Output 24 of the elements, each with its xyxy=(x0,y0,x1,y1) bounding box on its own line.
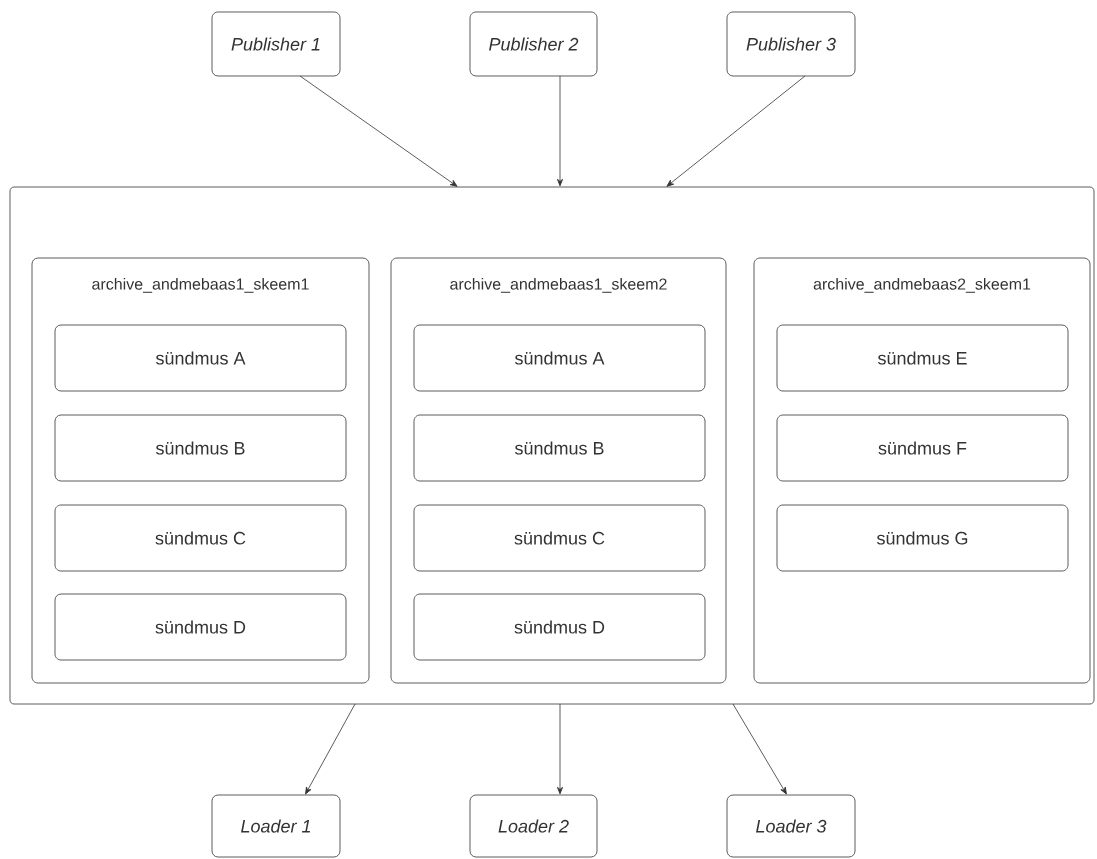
event-box: sündmus B xyxy=(413,414,706,482)
container-box xyxy=(9,186,1095,705)
event-box: sündmus D xyxy=(413,593,706,661)
event-box: sündmus C xyxy=(413,504,706,572)
process-box: Publisher 3 xyxy=(726,11,856,77)
process-box: Loader 3 xyxy=(726,794,856,858)
arrow xyxy=(305,703,356,795)
arrow xyxy=(557,703,563,795)
process-box: Loader 1 xyxy=(211,794,341,858)
event-box: sündmus F xyxy=(776,414,1069,482)
event-box: sündmus G xyxy=(776,504,1069,572)
event-box: sündmus B xyxy=(54,414,347,482)
event-box: sündmus A xyxy=(413,324,706,392)
arrow xyxy=(557,75,563,187)
event-box: sündmus D xyxy=(54,593,347,661)
arrow xyxy=(299,75,458,187)
arrow xyxy=(666,75,806,187)
event-box: sündmus E xyxy=(776,324,1069,392)
process-box: Loader 2 xyxy=(469,794,598,858)
event-box: sündmus A xyxy=(54,324,347,392)
event-box: sündmus C xyxy=(54,504,347,572)
process-box: Publisher 1 xyxy=(211,11,341,77)
process-box: Publisher 2 xyxy=(469,11,598,77)
arrow xyxy=(732,703,787,795)
